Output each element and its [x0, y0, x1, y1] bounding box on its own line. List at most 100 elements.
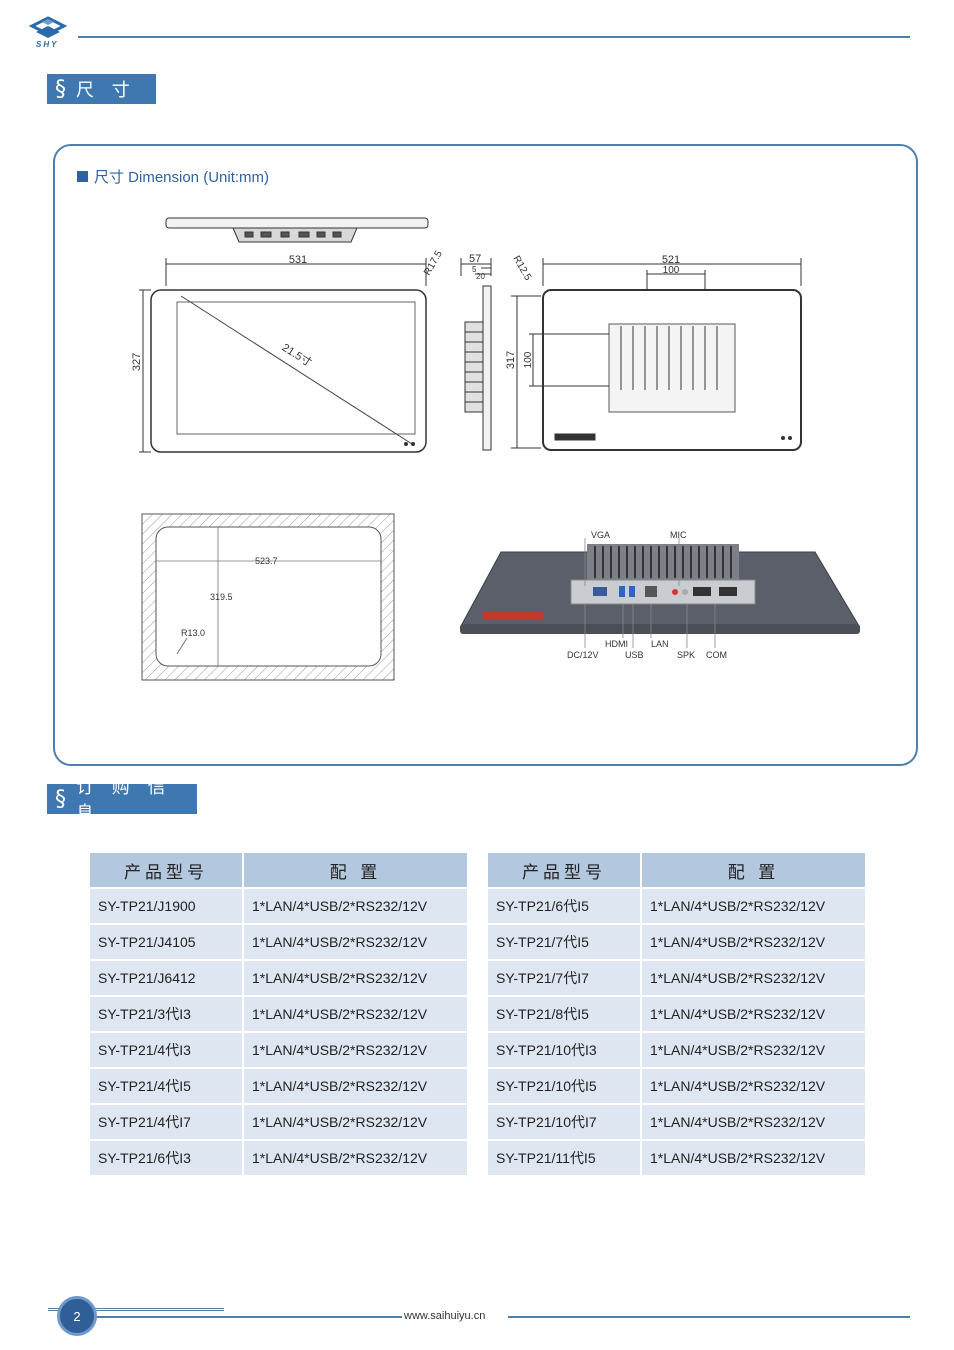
model-cell: SY-TP21/6代I5	[488, 889, 640, 923]
cutout-view	[141, 513, 395, 681]
back-mount-h-label: 100	[663, 265, 680, 276]
column-header-config: 配 置	[244, 853, 467, 887]
model-cell: SY-TP21/J1900	[90, 889, 242, 923]
top-view	[165, 217, 429, 243]
table-header-row: 产品型号 配 置	[488, 853, 865, 887]
config-cell: 1*LAN/4*USB/2*RS232/12V	[642, 1069, 865, 1103]
brand-logo	[28, 16, 68, 38]
cutout-radius-label: R13.0	[181, 628, 205, 638]
port-label-com: COM	[706, 650, 727, 660]
model-cell: SY-TP21/10代I5	[488, 1069, 640, 1103]
port-label-lan: LAN	[651, 639, 669, 649]
config-cell: 1*LAN/4*USB/2*RS232/12V	[642, 925, 865, 959]
port-label-mic: MIC	[670, 530, 687, 540]
side-dim-b-label: 20	[476, 272, 485, 281]
back-view	[511, 258, 802, 451]
model-cell: SY-TP21/4代I7	[90, 1105, 242, 1139]
config-cell: 1*LAN/4*USB/2*RS232/12V	[642, 997, 865, 1031]
section-tag-dimension: § 尺 寸	[47, 74, 156, 104]
dimension-panel: 尺寸 Dimension (Unit:mm)	[53, 144, 918, 766]
panel-title-text: 尺寸 Dimension (Unit:mm)	[94, 169, 270, 186]
model-cell: SY-TP21/4代I3	[90, 1033, 242, 1067]
footer-url: www.saihuiyu.cn	[404, 1310, 486, 1322]
front-width-label: 531	[289, 254, 307, 266]
model-cell: SY-TP21/4代I5	[90, 1069, 242, 1103]
model-cell: SY-TP21/3代I3	[90, 997, 242, 1031]
column-header-model: 产品型号	[90, 853, 242, 887]
model-cell: SY-TP21/7代I5	[488, 925, 640, 959]
brand-logo-text: SHY	[36, 40, 59, 49]
config-cell: 1*LAN/4*USB/2*RS232/12V	[642, 889, 865, 923]
config-cell: 1*LAN/4*USB/2*RS232/12V	[642, 1105, 865, 1139]
config-cell: 1*LAN/4*USB/2*RS232/12V	[244, 925, 467, 959]
column-header-model: 产品型号	[488, 853, 640, 887]
square-bullet-icon	[77, 171, 88, 182]
config-cell: 1*LAN/4*USB/2*RS232/12V	[642, 1141, 865, 1175]
page-number: 2	[57, 1296, 97, 1336]
footer-divider-left	[80, 1316, 402, 1318]
config-cell: 1*LAN/4*USB/2*RS232/12V	[244, 1105, 467, 1139]
front-view	[139, 258, 427, 453]
port-label-hdmi: HDMI	[605, 639, 628, 649]
footer-accent-line	[48, 1308, 224, 1311]
model-cell: SY-TP21/11代I5	[488, 1141, 640, 1175]
section-symbol: §	[55, 76, 66, 102]
section-symbol: §	[55, 786, 66, 812]
dimension-drawing: 531 327 21.5寸 R17.5 57 5 20	[131, 217, 860, 681]
model-cell: SY-TP21/J4105	[90, 925, 242, 959]
footer-divider-right	[508, 1316, 910, 1318]
cutout-height-label: 319.5	[210, 592, 233, 602]
back-height-label: 317	[505, 351, 517, 369]
config-cell: 1*LAN/4*USB/2*RS232/12V	[244, 1033, 467, 1067]
column-header-config: 配 置	[642, 853, 865, 887]
section-title: 订 购 信 息	[76, 777, 172, 824]
model-cell: SY-TP21/10代I3	[488, 1033, 640, 1067]
front-height-label: 327	[131, 353, 143, 371]
port-label-usb: USB	[625, 650, 644, 660]
panel-title: 尺寸 Dimension (Unit:mm)	[77, 166, 269, 187]
config-cell: 1*LAN/4*USB/2*RS232/12V	[244, 961, 467, 995]
header-divider	[78, 36, 910, 38]
table-header-row: 产品型号 配 置	[90, 853, 467, 887]
port-label-spk: SPK	[677, 650, 695, 660]
model-cell: SY-TP21/6代I3	[90, 1141, 242, 1175]
model-cell: SY-TP21/10代I7	[488, 1105, 640, 1139]
port-label-dc12v: DC/12V	[567, 650, 599, 660]
back-radius-label: R12.5	[510, 254, 533, 283]
model-cell: SY-TP21/8代I5	[488, 997, 640, 1031]
port-label-vga: VGA	[591, 530, 610, 540]
config-cell: 1*LAN/4*USB/2*RS232/12V	[244, 1069, 467, 1103]
config-cell: 1*LAN/4*USB/2*RS232/12V	[642, 1033, 865, 1067]
config-cell: 1*LAN/4*USB/2*RS232/12V	[642, 961, 865, 995]
config-cell: 1*LAN/4*USB/2*RS232/12V	[244, 889, 467, 923]
section-tag-ordering: § 订 购 信 息	[47, 777, 197, 824]
back-mount-v-label: 100	[523, 351, 534, 368]
side-view	[460, 258, 492, 451]
back-width-label: 521	[662, 254, 680, 266]
config-cell: 1*LAN/4*USB/2*RS232/12V	[244, 997, 467, 1031]
side-depth-label: 57	[469, 253, 481, 265]
cutout-width-label: 523.7	[255, 556, 278, 566]
model-cell: SY-TP21/J6412	[90, 961, 242, 995]
rear-io-illustration	[460, 538, 860, 648]
model-cell: SY-TP21/7代I7	[488, 961, 640, 995]
side-dim-a-label: 5	[472, 265, 477, 274]
section-title: 尺 寸	[76, 80, 136, 101]
